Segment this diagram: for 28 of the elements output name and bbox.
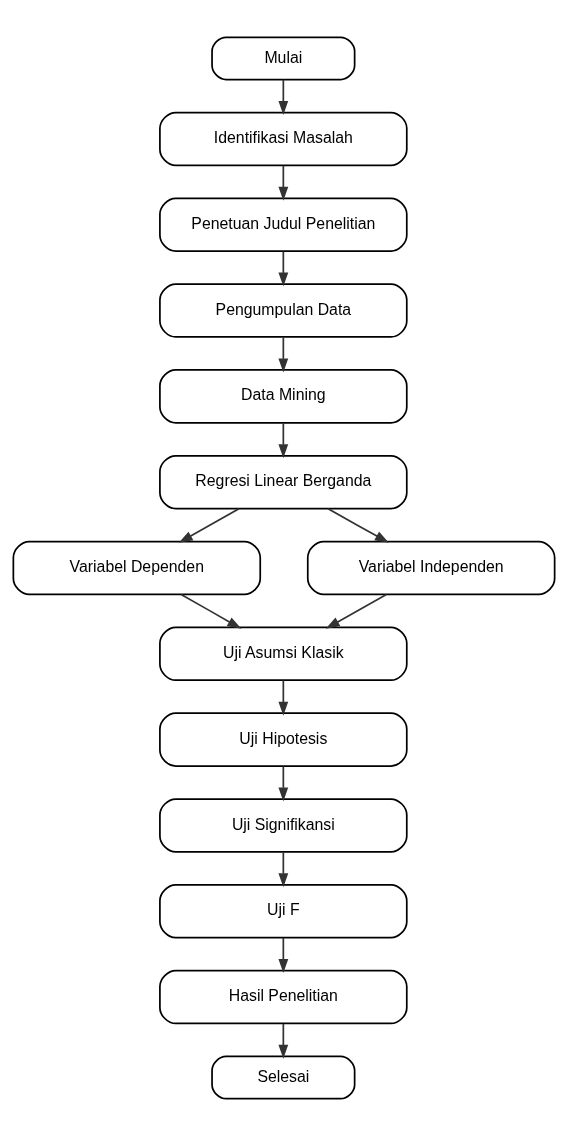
arrow — [327, 507, 389, 543]
arrow — [278, 250, 289, 287]
arrow — [180, 593, 242, 629]
node-box: Variabel Dependen — [12, 540, 262, 596]
arrow — [278, 765, 289, 802]
node-box: Mulai — [211, 36, 356, 81]
arrow — [278, 1023, 289, 1059]
arrow — [278, 336, 289, 373]
arrow — [325, 593, 388, 629]
arrow — [278, 422, 289, 459]
node-box: Uji Hipotesis — [159, 712, 408, 767]
node-box: Hasil Penelitian — [159, 969, 408, 1025]
arrow — [278, 78, 289, 115]
node-box: Uji Asumsi Klasik — [159, 626, 408, 682]
arrow — [178, 507, 240, 543]
node-box: Identifikasi Masalah — [159, 111, 408, 167]
arrow — [278, 164, 289, 201]
arrow — [278, 937, 289, 974]
node-box: Uji Signifikansi — [159, 798, 408, 853]
node-box: Pengumpulan Data — [159, 283, 408, 338]
node-box: Selesai — [211, 1055, 356, 1100]
node-box: Data Mining — [159, 369, 408, 424]
node-box: Regresi Linear Berganda — [159, 454, 408, 510]
arrow — [278, 851, 289, 888]
node-box: Uji F — [159, 884, 408, 939]
arrow — [278, 679, 289, 716]
node-box: Penetuan Judul Penelitian — [159, 197, 408, 252]
node-box: Variabel Independen — [306, 540, 556, 596]
